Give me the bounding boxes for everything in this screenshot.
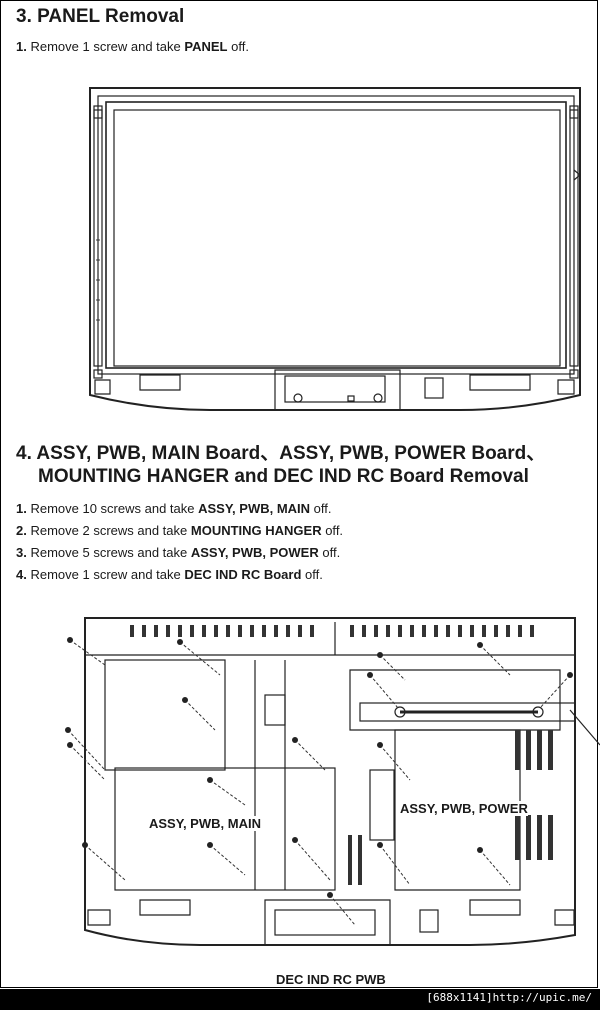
s4-step-3: 3. Remove 5 screws and take ASSY, PWB, P… (16, 545, 341, 560)
dec-ind-rc-pwb-label: DEC IND RC PWB (276, 972, 386, 987)
s3-step-1: 1. Remove 1 screw and take PANEL off. (16, 39, 249, 54)
watermark-url: [688x1141]http://upic.me/ (426, 991, 592, 1004)
s4-step-1: 1. Remove 10 screws and take ASSY, PWB, … (16, 501, 332, 516)
assy-pwb-main-label: ASSY, PWB, MAIN (149, 816, 261, 831)
s4-step-4: 4. Remove 1 screw and take DEC IND RC Bo… (16, 567, 323, 582)
board-removal-diagram (65, 617, 600, 946)
s4-step-2: 2. Remove 2 screws and take MOUNTING HAN… (16, 523, 344, 538)
footer-bar (0, 989, 600, 1010)
assy-pwb-power-label: ASSY, PWB, POWER (400, 801, 528, 816)
panel-removal-diagram (89, 87, 581, 411)
section-3-title: 3. PANEL Removal (16, 6, 185, 27)
section-4-title-line-1: 4. ASSY, PWB, MAIN Board、ASSY, PWB, POWE… (16, 443, 546, 464)
section-4-title-line-2: MOUNTING HANGER and DEC IND RC Board Rem… (38, 466, 529, 487)
page-border (0, 0, 598, 988)
